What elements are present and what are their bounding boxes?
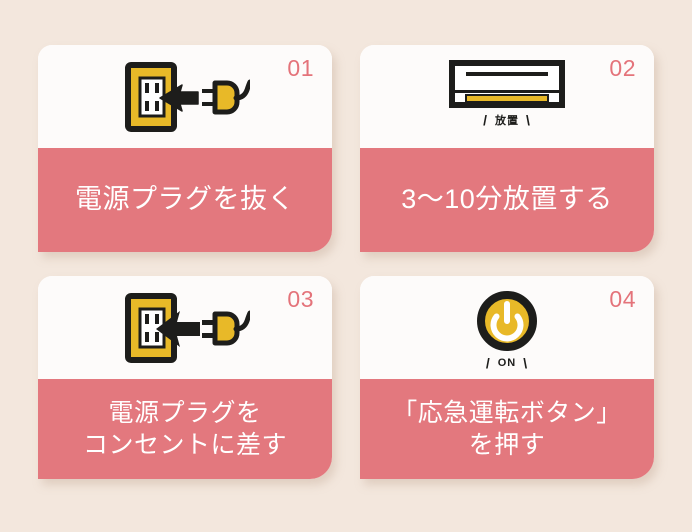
caption-slash-left-icon: / xyxy=(485,355,491,371)
caption-text: ON xyxy=(497,357,517,369)
step-card-02-label-band: 3〜10分放置する xyxy=(360,148,654,252)
steps-grid: 01 xyxy=(38,45,654,479)
step-label-02: 3〜10分放置する xyxy=(401,184,613,215)
step-label-01: 電源プラグを抜く xyxy=(75,184,295,215)
step-card-01[interactable]: 01 xyxy=(38,45,332,252)
step-card-03-label-band: 電源プラグを コンセントに差す xyxy=(38,379,332,479)
step-number-02: 02 xyxy=(609,55,636,81)
step-label-04: 「応急運転ボタン」 を押す xyxy=(392,398,622,460)
air-conditioner-icon-caption: / 放置 \ xyxy=(483,112,531,128)
step-number-01: 01 xyxy=(287,55,314,81)
step-card-04-label-band: 「応急運転ボタン」 を押す xyxy=(360,379,654,479)
air-conditioner-icon xyxy=(448,59,566,109)
step-card-04-illustration-area: 04 / ON \ xyxy=(360,276,654,379)
caption-slash-left-icon: / xyxy=(483,112,488,128)
step-card-01-illustration-area: 01 xyxy=(38,45,332,148)
step-number-03: 03 xyxy=(287,286,314,312)
step-card-03[interactable]: 03 xyxy=(38,276,332,479)
step-card-02[interactable]: 02 / 放置 \ xyxy=(360,45,654,252)
caption-text: 放置 xyxy=(495,115,519,127)
step-card-02-illustration-area: 02 / 放置 \ xyxy=(360,45,654,148)
power-button-icon-caption: / ON \ xyxy=(486,355,528,371)
step-label-03: 電源プラグを コンセントに差す xyxy=(82,398,287,460)
step-card-01-label-band: 電源プラグを抜く xyxy=(38,148,332,252)
caption-slash-right-icon: \ xyxy=(526,112,531,128)
power-button-icon xyxy=(476,290,538,352)
step-number-04: 04 xyxy=(609,286,636,312)
caption-slash-right-icon: \ xyxy=(523,355,529,371)
step-card-03-illustration-area: 03 xyxy=(38,276,332,379)
step-card-04[interactable]: 04 / ON \ 「応急運転ボタン」 を押す xyxy=(360,276,654,479)
